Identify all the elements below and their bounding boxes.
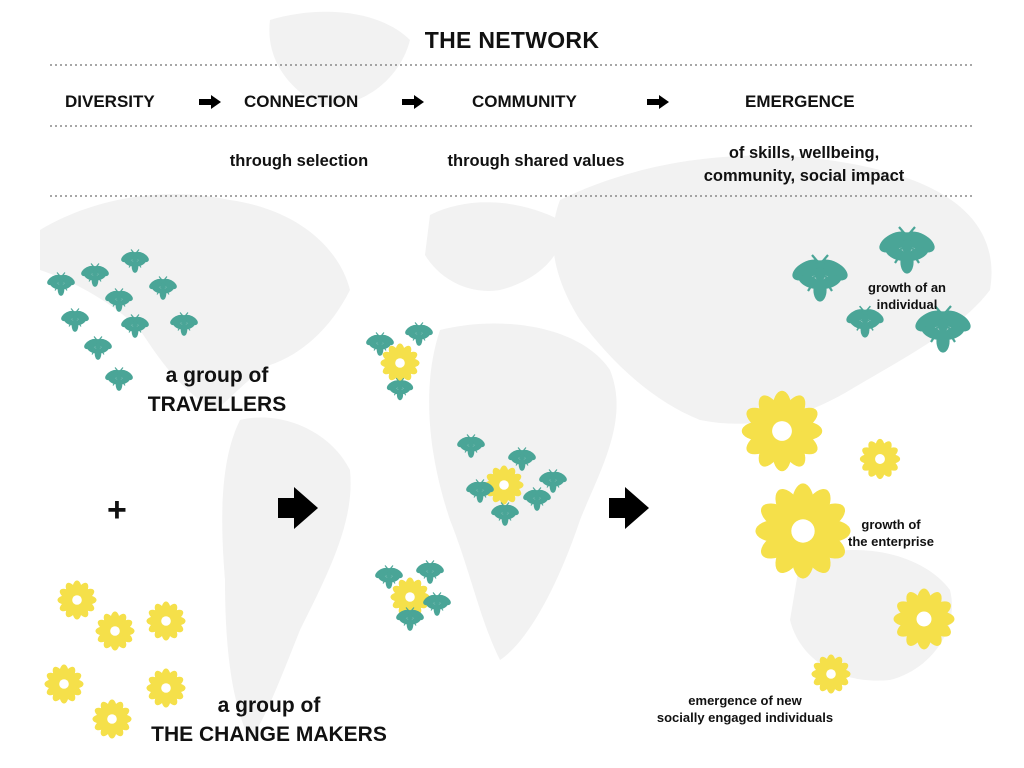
bee-icon <box>81 335 115 361</box>
flower-icon <box>95 611 135 651</box>
flower-icon <box>380 343 420 383</box>
stage-label-community: COMMUNITY <box>472 92 577 111</box>
stage-subtitle-connection: through selection <box>229 152 369 170</box>
stage-subtitle-community: through shared values <box>447 152 625 170</box>
north-america-landmass <box>40 194 350 410</box>
greenland-landmass <box>269 11 410 106</box>
bee-icon <box>58 307 92 333</box>
world-map-background <box>40 11 992 740</box>
right-arrow-icon <box>647 95 669 109</box>
flower-icon <box>57 580 97 620</box>
bee-icon <box>402 321 436 347</box>
outcome-new-individuals-label: emergence of new socially engaged indivi… <box>656 693 834 725</box>
diagram-title: THE NETWORK <box>424 27 600 53</box>
australia-landmass <box>790 550 952 681</box>
stage-label-connection: CONNECTION <box>244 92 359 111</box>
plus-sign: + <box>107 491 127 529</box>
stage-label-diversity: DIVERSITY <box>65 92 155 111</box>
africa-landmass <box>429 323 617 660</box>
europe-landmass <box>425 202 562 291</box>
change-makers-label: a group of THE CHANGE MAKERS <box>151 694 387 746</box>
outcome-individual-label: growth of an individual <box>868 280 946 312</box>
travellers-label: a group of TRAVELLERS <box>147 364 287 416</box>
bee-icon <box>384 377 416 401</box>
right-arrow-icon <box>199 95 221 109</box>
right-arrow-icon <box>278 487 318 529</box>
right-arrow-icon <box>609 487 649 529</box>
outcome-enterprise-label: growth of the enterprise <box>848 517 934 549</box>
right-arrow-icon <box>402 95 424 109</box>
flower-icon <box>146 601 186 641</box>
south-america-landmass <box>222 417 351 740</box>
flower-icon <box>44 664 84 704</box>
stage-label-emergence: EMERGENCE <box>745 92 855 111</box>
asia-landmass <box>552 155 992 424</box>
stage-subtitle-emergence: of skills, wellbeing, community, social … <box>703 144 905 185</box>
flower-icon <box>859 438 901 480</box>
